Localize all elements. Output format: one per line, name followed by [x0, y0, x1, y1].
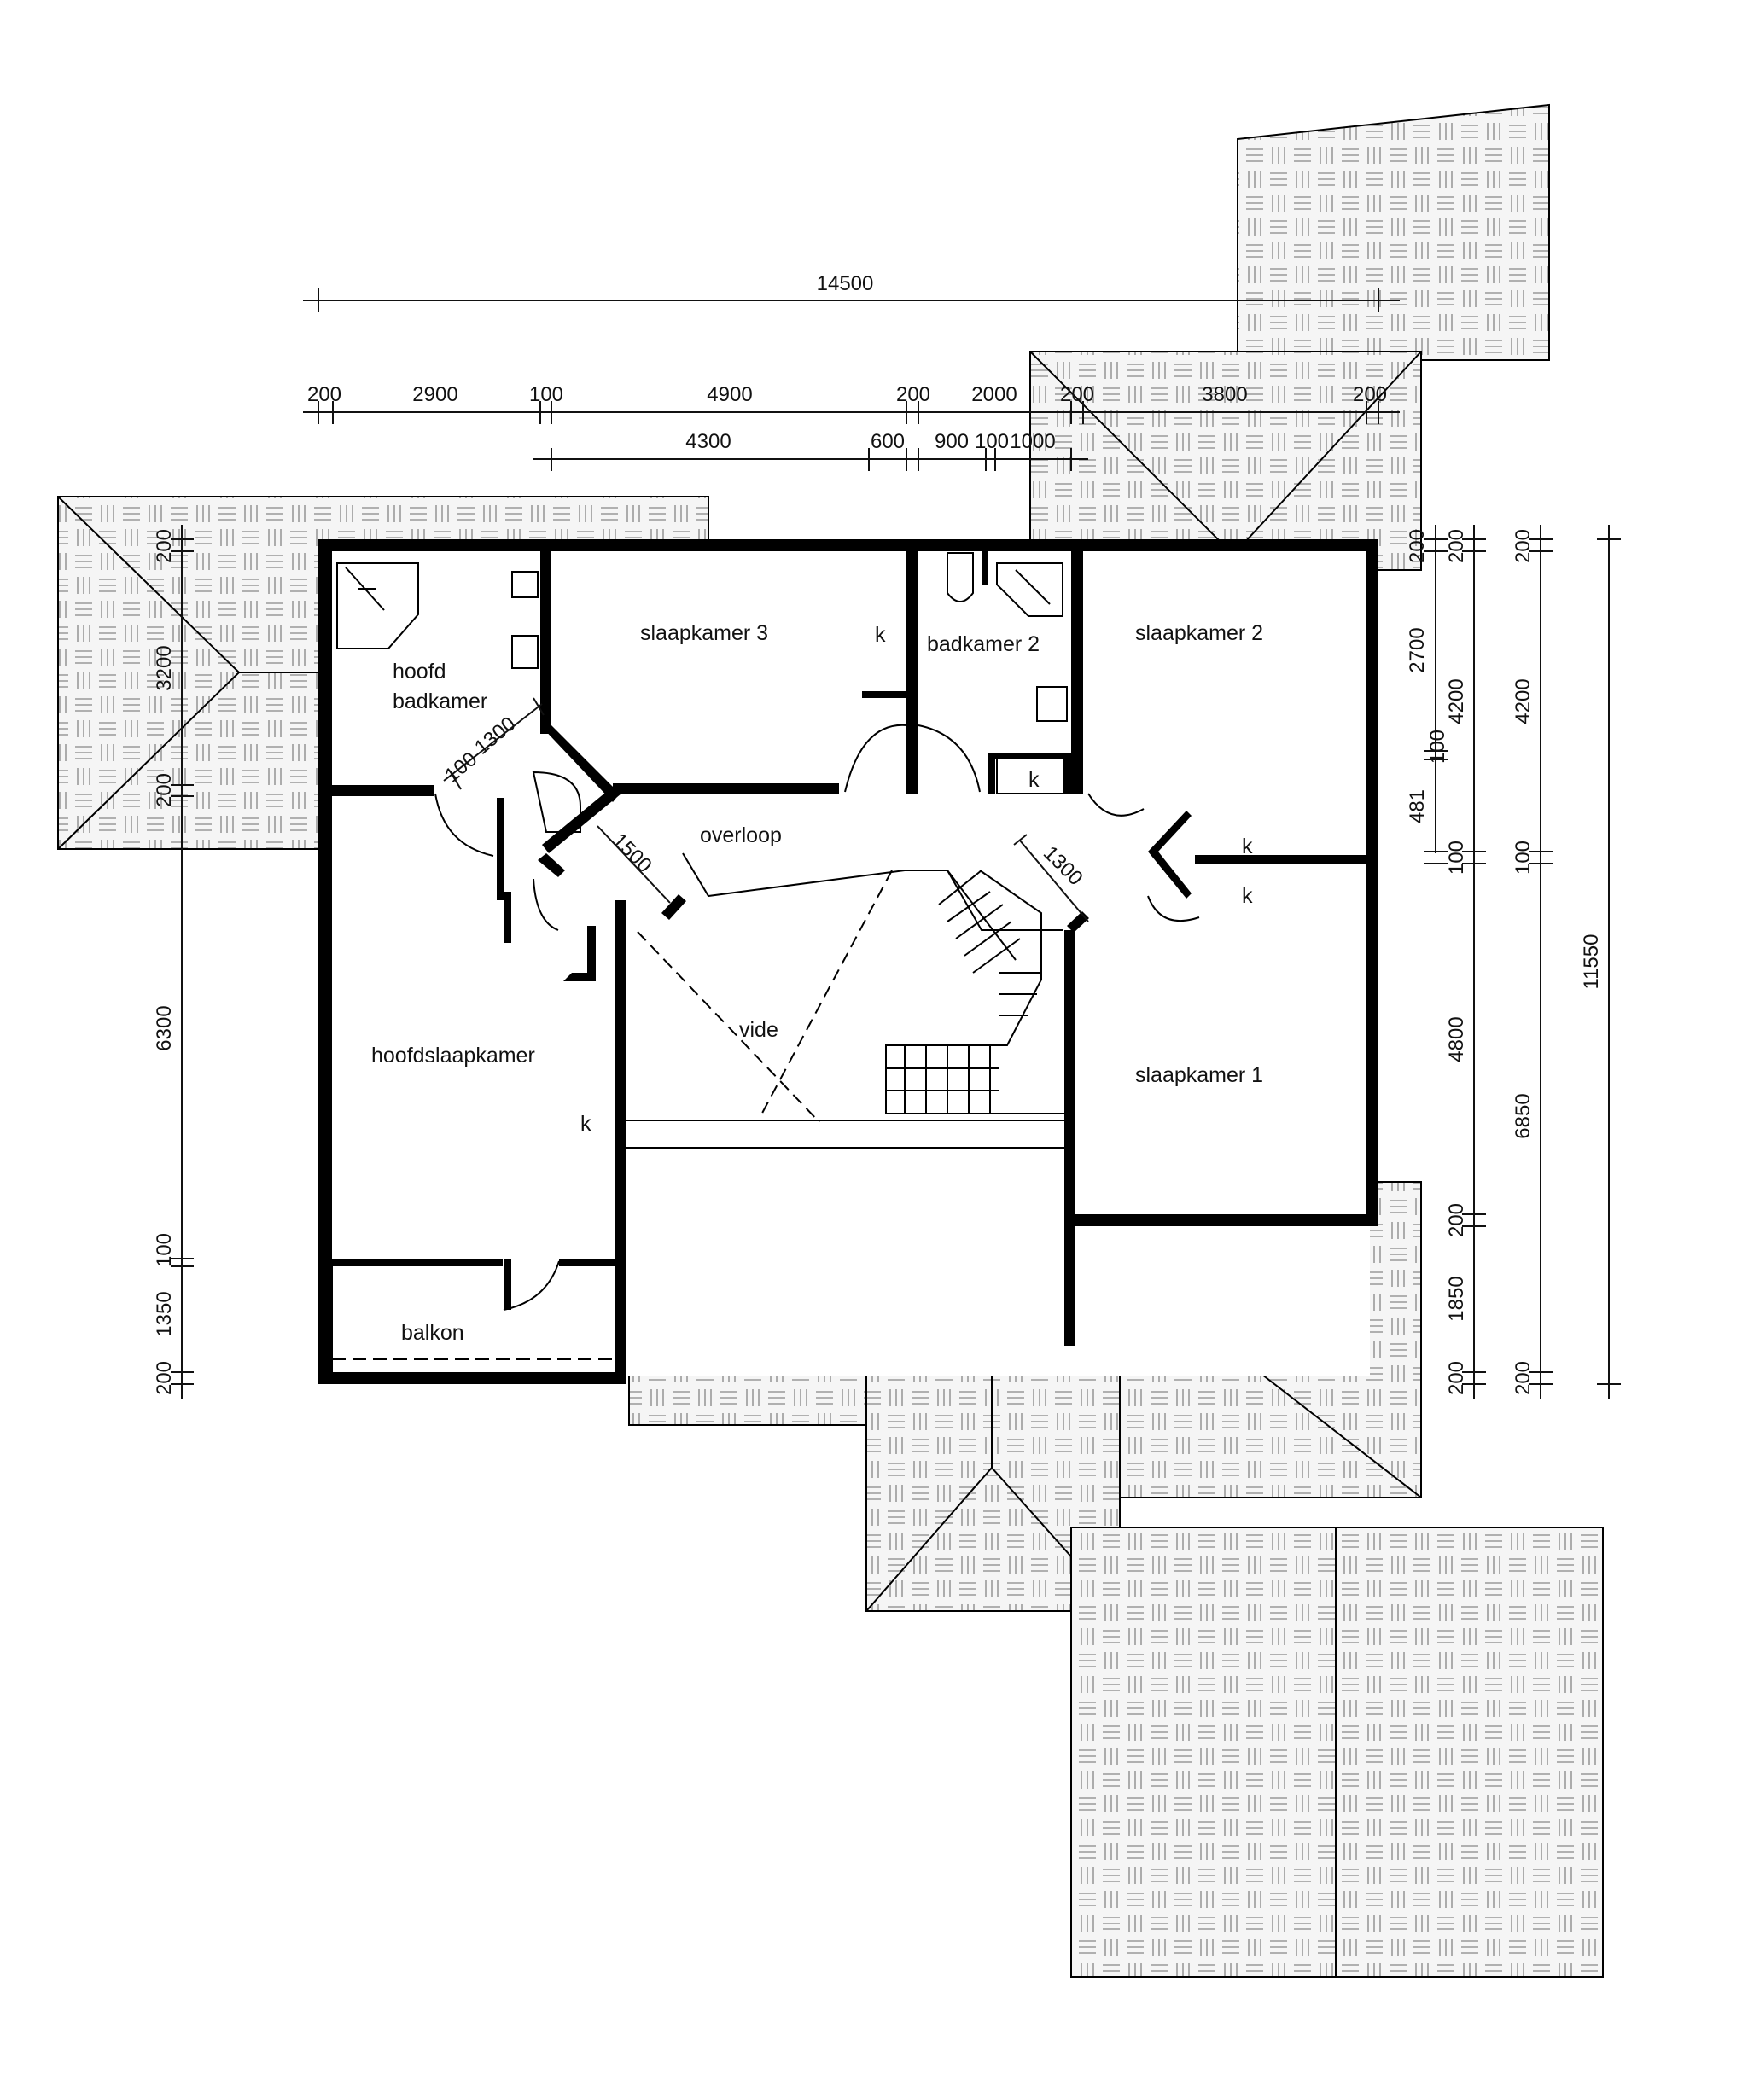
dim-top-0: 200: [307, 383, 341, 406]
dim-right-mid-6: 200: [1445, 1361, 1468, 1395]
dim-right-mid-0: 200: [1445, 529, 1468, 563]
dimension-top-total: 14500: [303, 272, 1400, 312]
dim-right-outer-4: 200: [1512, 1361, 1535, 1395]
dim-right-mid-3: 4800: [1445, 1016, 1468, 1062]
dim-top2-1: 600: [871, 430, 905, 453]
cupboard-label: k: [1028, 768, 1040, 792]
room-label-hoofd: hoofd: [393, 660, 446, 684]
roof-annex: [1070, 1527, 1604, 1978]
dim-top-8: 200: [1353, 383, 1387, 406]
roof-top-right: [1237, 103, 1550, 361]
room-labels: hoofd badkamer slaapkamer 3 badkamer 2 s…: [371, 621, 1263, 1345]
room-label-slaapkamer-1: slaapkamer 1: [1135, 1063, 1263, 1087]
room-label-badkamer: badkamer: [393, 689, 487, 713]
dimension-right-inner: 200 2700 481 100: [1406, 525, 1449, 864]
dim-top-4: 200: [896, 383, 930, 406]
dim-right-inner-3: 100: [1426, 730, 1449, 764]
room-label-hoofdslaapkamer: hoofdslaapkamer: [371, 1044, 535, 1067]
dim-left-2: 200: [153, 773, 176, 807]
dim-left-5: 1350: [153, 1291, 176, 1336]
dim-right-outer-0: 200: [1512, 529, 1535, 563]
room-label-vide: vide: [739, 1018, 778, 1042]
dim-right-outer-1: 4200: [1512, 678, 1535, 724]
room-label-slaapkamer-3: slaapkamer 3: [640, 621, 768, 645]
dim-left-1: 3200: [153, 645, 176, 690]
dim-left-3: 6300: [153, 1005, 176, 1050]
dim-top-1: 2900: [412, 383, 457, 406]
dim-top-2: 100: [529, 383, 563, 406]
dim-right-inner-1: 2700: [1406, 627, 1429, 672]
dim-right-outer-2: 100: [1512, 841, 1535, 875]
dim-total-depth: 11550: [1580, 934, 1603, 990]
dim-top2-4: 1000: [1010, 430, 1055, 453]
dim-total-width: 14500: [817, 272, 874, 295]
dim-right-inner-0: 200: [1406, 529, 1429, 563]
dim-right-mid-1: 4200: [1445, 678, 1468, 724]
dimension-top-row1: 200 2900 100 4900 200 2000 200 3800 200: [303, 383, 1400, 424]
dimension-left: 200 3200 200 6300 100 1350 200: [153, 525, 194, 1399]
dim-top-6: 200: [1060, 383, 1094, 406]
dim-left-0: 200: [153, 529, 176, 563]
dim-right-outer-3: 6850: [1512, 1093, 1535, 1138]
dim-top-7: 3800: [1202, 383, 1247, 406]
dim-right-mid-2: 100: [1445, 841, 1468, 875]
dimension-top-row2: 4300 600 900 100 1000: [533, 430, 1088, 471]
cupboard-label: k: [1242, 835, 1253, 858]
dim-top-3: 4900: [707, 383, 752, 406]
cupboard-label: k: [580, 1112, 591, 1136]
room-label-badkamer-2: badkamer 2: [927, 632, 1040, 656]
room-label-overloop: overloop: [700, 823, 782, 847]
room-label-slaapkamer-2: slaapkamer 2: [1135, 621, 1263, 645]
room-label-balkon: balkon: [401, 1321, 464, 1345]
dim-right-mid-4: 200: [1445, 1203, 1468, 1237]
cupboard-label: k: [875, 623, 886, 647]
dim-right-inner-2: 481: [1406, 789, 1429, 823]
dim-top2-2: 900: [935, 430, 969, 453]
dimension-right-mid: 200 4200 100 4800 200 1850 200: [1445, 525, 1486, 1399]
roof-upper-right: [1029, 351, 1422, 571]
dim-top2-3: 100: [975, 430, 1009, 453]
dim-left-6: 200: [153, 1361, 176, 1395]
dim-right-mid-5: 1850: [1445, 1276, 1468, 1321]
fixtures: [320, 545, 1376, 1372]
cupboard-label: k: [1242, 884, 1253, 908]
dim-top2-0: 4300: [685, 430, 731, 453]
dimension-right-outer: 200 4200 100 6850 200: [1512, 525, 1553, 1399]
dim-top-5: 2000: [971, 383, 1017, 406]
dimension-right-total: 11550: [1580, 525, 1621, 1399]
walls: [318, 539, 1378, 1384]
dim-left-4: 100: [153, 1233, 176, 1267]
